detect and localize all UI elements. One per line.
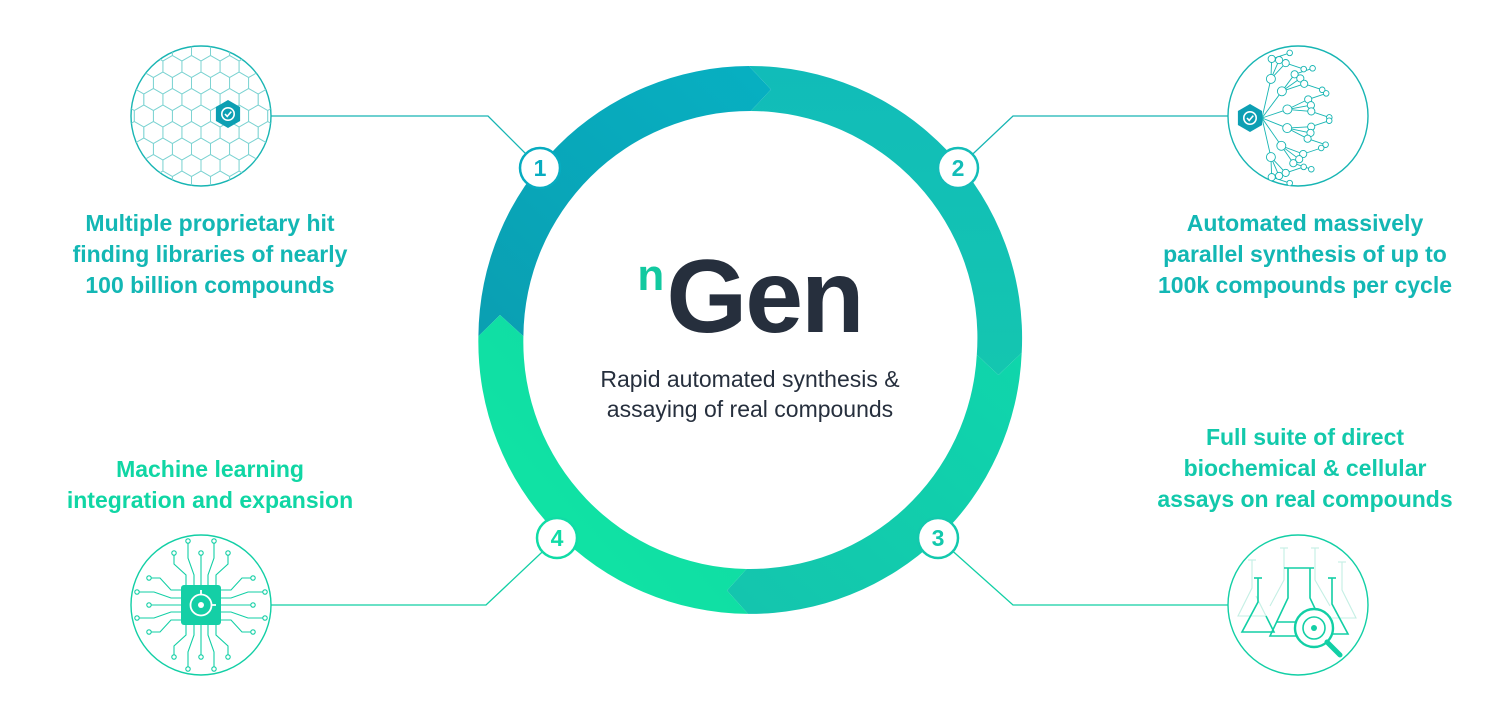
- connector-step4: [271, 537, 558, 606]
- step-number-3: 3: [932, 525, 945, 551]
- step-badge-3: 3: [916, 516, 960, 560]
- step-badge-1: 1: [518, 146, 562, 190]
- step-1-caption: Multiple proprietary hit finding librari…: [45, 208, 375, 301]
- flask-assay-icon: [1227, 534, 1369, 676]
- step-1-line-3: 100 billion compounds: [85, 272, 335, 298]
- ring-segment-4: [478, 315, 748, 614]
- connector-step1: [271, 115, 541, 169]
- connector-step2: [957, 115, 1228, 169]
- step-3-line-2: biochemical & cellular: [1183, 455, 1427, 481]
- ngen-logo: nGen: [560, 238, 940, 357]
- step-2-line-2: parallel synthesis of up to: [1163, 241, 1447, 267]
- step-number-1: 1: [534, 155, 547, 181]
- step-3-caption: Full suite of direct biochemical & cellu…: [1115, 422, 1495, 515]
- step-1-line-2: finding libraries of nearly: [72, 241, 348, 267]
- connector-step3: [937, 537, 1228, 606]
- cycle-ring: [478, 65, 1023, 614]
- molecule-network-icon: [1227, 45, 1369, 187]
- step-2-line-1: Automated massively: [1186, 210, 1424, 236]
- logo-prefix: n: [637, 251, 665, 300]
- ring-segment-3: [727, 352, 1022, 614]
- center-description-line-1: Rapid automated synthesis &: [600, 366, 900, 392]
- step-number-2: 2: [952, 155, 965, 181]
- connector-lines: [271, 115, 1228, 606]
- step-badge-4: 4: [535, 516, 579, 560]
- step-3-line-1: Full suite of direct: [1205, 424, 1405, 450]
- step-4-caption: Machine learning integration and expansi…: [30, 454, 390, 516]
- step-badge-2: 2: [936, 146, 980, 190]
- logo-name: Gen: [666, 239, 864, 355]
- center-description-line-2: assaying of real compounds: [606, 396, 894, 422]
- step-2-line-3: 100k compounds per cycle: [1157, 272, 1452, 298]
- hexagon-library-icon: [130, 45, 272, 187]
- step-4-line-1: Machine learning: [116, 456, 304, 482]
- ring-segment-2: [748, 65, 1023, 375]
- step-3-line-3: assays on real compounds: [1157, 486, 1453, 512]
- step-1-line-1: Multiple proprietary hit: [85, 210, 335, 236]
- step-2-caption: Automated massively parallel synthesis o…: [1140, 208, 1470, 301]
- step-4-line-2: integration and expansion: [66, 487, 354, 513]
- step-number-4: 4: [551, 525, 564, 551]
- ring-segment-1: [478, 66, 771, 337]
- center-description: Rapid automated synthesis & assaying of …: [560, 364, 940, 424]
- ml-chip-icon: [130, 534, 272, 676]
